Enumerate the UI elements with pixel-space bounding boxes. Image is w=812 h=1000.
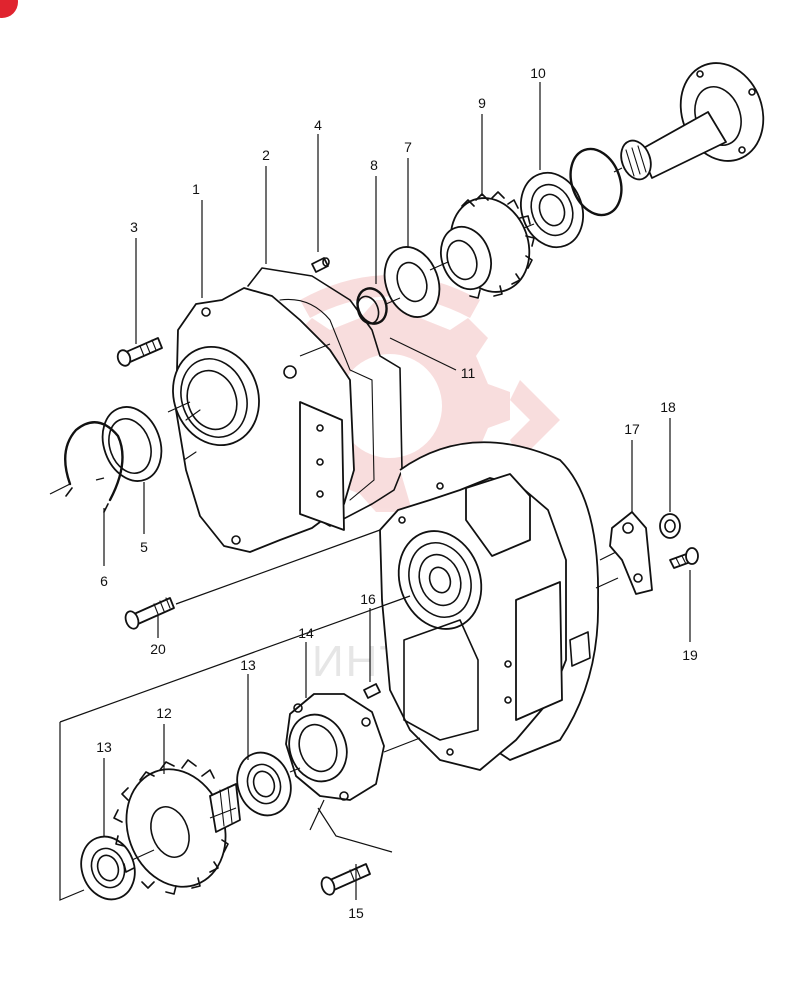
callout-6: 6 <box>100 573 108 589</box>
bearing-13-lower <box>80 835 136 901</box>
callout-8: 8 <box>370 157 378 173</box>
callout-7: 7 <box>404 139 412 155</box>
callout-4: 4 <box>314 117 322 133</box>
callout-20: 20 <box>150 641 166 657</box>
dowel-pin-16 <box>363 683 381 699</box>
callout-leaders <box>103 82 691 900</box>
callout-18: 18 <box>660 399 676 415</box>
callout-13-lower: 13 <box>96 739 112 755</box>
snap-ring-6 <box>64 421 124 513</box>
main-housing <box>379 441 599 771</box>
bearing-13-upper <box>236 751 292 817</box>
callout-9: 9 <box>478 95 486 111</box>
callout-3: 3 <box>130 219 138 235</box>
bolt-15 <box>320 863 371 896</box>
snap-ring-10 <box>569 147 623 217</box>
washer-18 <box>659 513 681 539</box>
bolt-19 <box>669 547 699 569</box>
output-shaft-flange <box>620 62 765 181</box>
ring-11 <box>356 295 380 325</box>
callout-13-upper: 13 <box>240 657 256 673</box>
callout-1: 1 <box>192 181 200 197</box>
callout-12: 12 <box>156 705 172 721</box>
dowel-pin-4 <box>311 257 330 273</box>
bracket-17 <box>609 511 653 595</box>
bearing-retainer-14 <box>285 693 385 801</box>
bearing-10 <box>520 171 584 249</box>
seal-5 <box>101 406 163 482</box>
callout-10: 10 <box>530 65 546 81</box>
callout-15: 15 <box>348 905 364 921</box>
callout-19: 19 <box>682 647 698 663</box>
callout-labels: 1 2 3 4 5 6 7 8 9 10 11 12 13 13 14 15 1… <box>96 65 698 921</box>
bolt-20 <box>124 597 175 630</box>
corner-badge <box>0 0 18 18</box>
thrust-washer-7 <box>383 246 441 318</box>
gear-12 <box>113 759 241 895</box>
callout-11: 11 <box>461 365 476 381</box>
callout-14: 14 <box>298 625 314 641</box>
gasket-2 <box>247 267 403 533</box>
callout-5: 5 <box>140 539 148 555</box>
callout-17: 17 <box>624 421 640 437</box>
gear-9 <box>440 191 535 299</box>
bolt-3 <box>116 337 163 367</box>
callout-2: 2 <box>262 147 270 163</box>
callout-16: 16 <box>360 591 376 607</box>
assembly-lines <box>49 167 623 901</box>
front-cover-1 <box>172 287 355 553</box>
